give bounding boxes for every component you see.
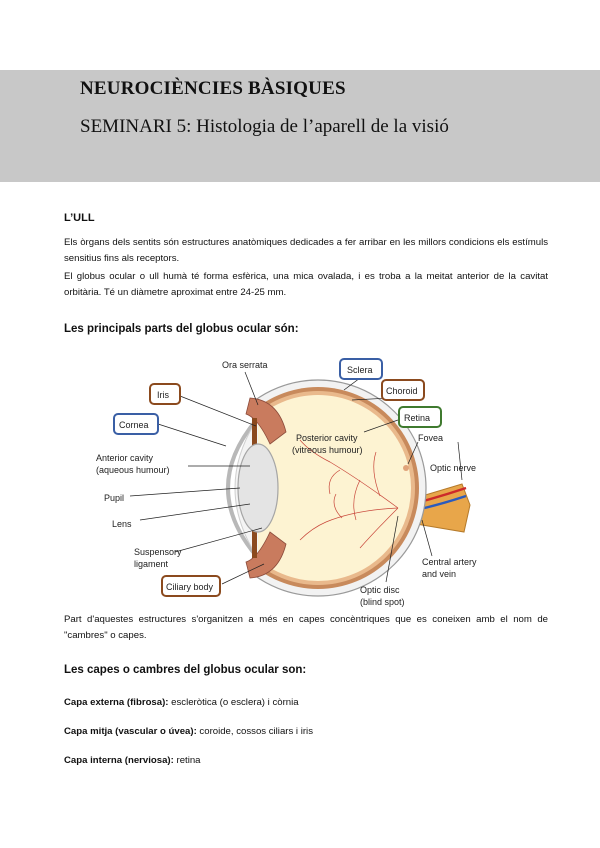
- leader-lines: [129, 371, 463, 585]
- retinal-vessels: [299, 439, 399, 549]
- ciliary-body-shape: [245, 397, 287, 445]
- choroid-label-box: [381, 379, 425, 401]
- section-heading-eye: L’ULL: [64, 212, 95, 224]
- label-ciliary-body: Ciliary body: [166, 582, 214, 592]
- fovea-mark: [403, 465, 409, 471]
- layer-outer-text: escleròtica (o esclera) i còrnia: [168, 697, 299, 708]
- layers-paragraph: Part d'aquestes estructures s'organitzen…: [64, 614, 548, 641]
- sclera-label-box: [339, 358, 383, 380]
- layer-inner-label: Capa interna (nerviosa):: [64, 755, 174, 766]
- section-heading-layers: Les capes o cambres del globus ocular so…: [64, 664, 307, 676]
- label-choroid: Choroid: [386, 386, 418, 396]
- label-posterior-cavity: Posterior cavity: [296, 433, 358, 443]
- label-suspensory: Suspensory: [134, 547, 182, 557]
- label-blind-spot: (blind spot): [360, 597, 405, 607]
- label-ligament: ligament: [134, 559, 169, 569]
- layer-outer: Capa externa (fibrosa): escleròtica (o e…: [64, 697, 299, 708]
- layer-inner: Capa interna (nerviosa): retina: [64, 755, 201, 766]
- label-optic-disc: Optic disc: [360, 585, 400, 595]
- label-and-vein: and vein: [422, 569, 456, 579]
- iris-shape: [252, 418, 257, 448]
- label-lens: Lens: [112, 519, 132, 529]
- layer-outer-label: Capa externa (fibrosa):: [64, 697, 169, 708]
- label-retina: Retina: [404, 413, 430, 423]
- retina-label-box: [398, 406, 442, 428]
- cornea-shape: [226, 416, 260, 560]
- label-optic-nerve: Optic nerve: [430, 463, 476, 473]
- label-central-artery: Central artery: [422, 557, 477, 567]
- label-vitreous-humour: (vitreous humour): [292, 445, 363, 455]
- header-band: [0, 70, 600, 182]
- layer-middle-label: Capa mitja (vascular o úvea):: [64, 726, 197, 737]
- lens-shape: [237, 443, 279, 533]
- label-ora-serrata: Ora serrata: [222, 360, 268, 370]
- cornea-label-box: [113, 413, 159, 435]
- label-aqueous-humour: (aqueous humour): [96, 465, 170, 475]
- eyeball-paragraph: El globus ocular o ull humà té forma esf…: [64, 271, 548, 298]
- label-cornea: Cornea: [119, 420, 149, 430]
- label-sclera: Sclera: [347, 365, 373, 375]
- section-heading-parts: Les principals parts del globus ocular s…: [64, 323, 299, 335]
- seminar-subtitle: SEMINARI 5: Histologia de l’aparell de l…: [80, 116, 449, 137]
- document-title: NEUROCIÈNCIES BÀSIQUES: [80, 78, 346, 99]
- label-iris: Iris: [157, 390, 169, 400]
- ciliary-body-label-box: [161, 575, 221, 597]
- iris-label-box: [149, 383, 181, 405]
- label-anterior-cavity: Anterior cavity: [96, 453, 154, 463]
- label-pupil: Pupil: [104, 493, 124, 503]
- label-fovea: Fovea: [418, 433, 443, 443]
- intro-paragraph: Els òrgans dels sentits són estructures …: [64, 237, 548, 264]
- layer-inner-text: retina: [173, 755, 201, 766]
- layer-middle: Capa mitja (vascular o úvea): coroide, c…: [64, 726, 313, 737]
- layer-middle-text: coroide, cossos ciliars i iris: [196, 726, 313, 737]
